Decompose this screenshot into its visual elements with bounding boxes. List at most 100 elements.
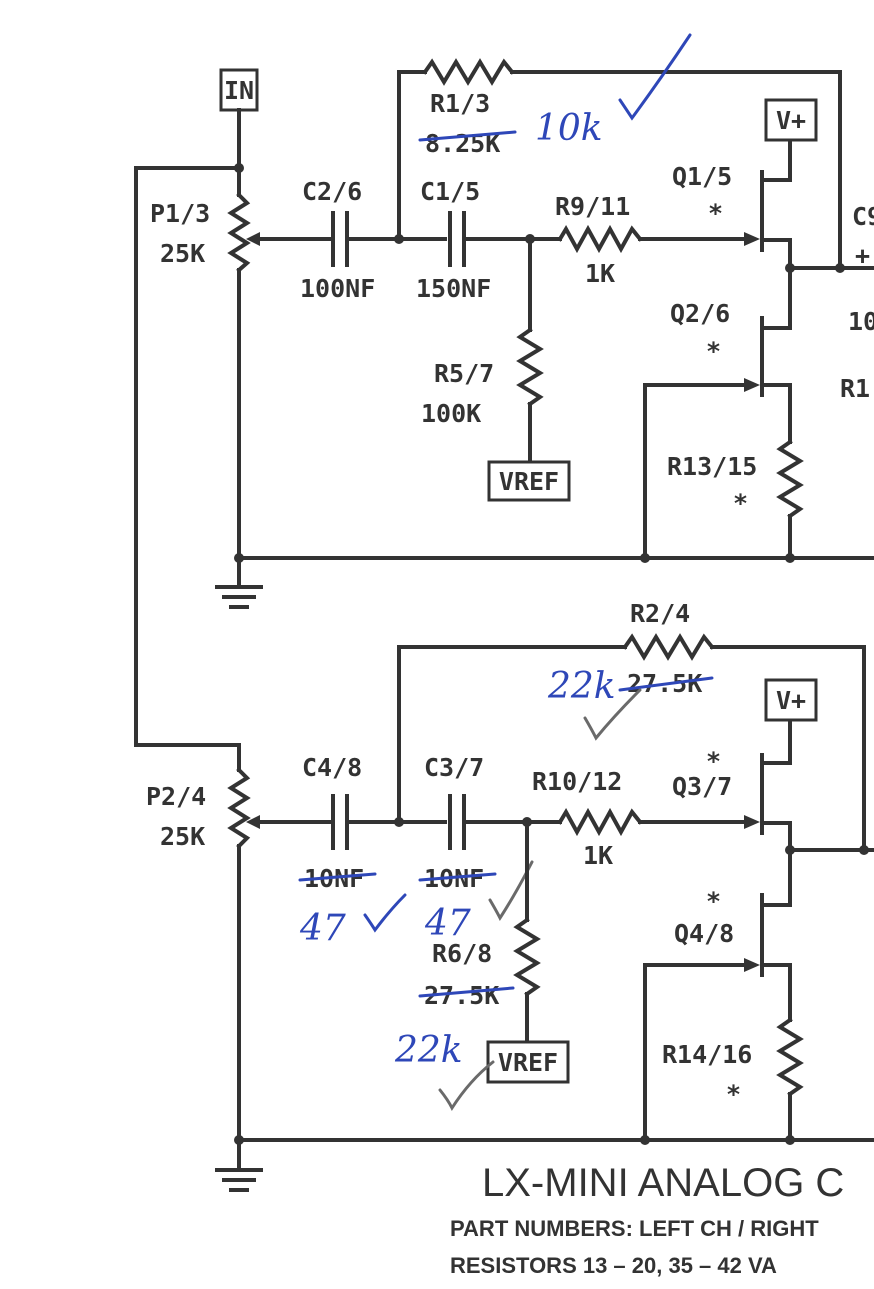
q1-ref: Q1/5 (672, 162, 732, 191)
r2-handwritten: 22k (547, 666, 616, 707)
r9-value: 1K (585, 259, 615, 288)
r9-resistor (557, 224, 643, 254)
r10-ref: R10/12 (532, 767, 622, 796)
p1-potentiometer (227, 192, 251, 273)
r1-resistor (422, 58, 515, 86)
q2-ref: Q2/6 (670, 299, 730, 328)
junction (640, 1135, 650, 1145)
title: LX-MINI ANALOG C (482, 1161, 844, 1205)
check-mark (438, 1060, 495, 1112)
r6-resistor (513, 917, 541, 997)
wire (760, 821, 792, 852)
r14-mark: * (726, 1080, 741, 1109)
r1-handwritten: 10k (535, 108, 603, 149)
vref-bottom-box (486, 1040, 570, 1084)
check-mark (618, 33, 692, 121)
wire (760, 718, 792, 765)
q3-ref: Q3/7 (672, 772, 732, 801)
c2-value: 100NF (300, 274, 375, 303)
r5-resistor (516, 327, 544, 407)
wire (397, 645, 627, 824)
p2-ref: P2/4 (146, 782, 206, 811)
p2-wiper-arrow (246, 815, 260, 829)
junction (785, 553, 795, 563)
p1-ref: P1/3 (150, 199, 210, 228)
junction (835, 263, 845, 273)
ground-symbol (215, 585, 263, 609)
p2-potentiometer (227, 767, 251, 849)
q2-mark: * (706, 337, 721, 366)
vref-bottom-label: VREF (498, 1048, 558, 1077)
r6-handwritten: 22k (394, 1030, 463, 1071)
vplus-bottom-box (764, 678, 818, 722)
c4-ref: C4/8 (302, 753, 362, 782)
junction (785, 1135, 795, 1145)
c9-plus: + (855, 241, 870, 270)
wire (710, 645, 866, 852)
p1-value: 25K (160, 239, 205, 268)
p1-wiper-arrow (246, 232, 260, 246)
r14-resistor (776, 1017, 804, 1097)
q4-mark: * (706, 887, 721, 916)
check-mark (363, 893, 407, 933)
c4-handwritten: 47 (299, 908, 346, 949)
input-terminal-label: IN (224, 76, 254, 105)
r13-resistor (776, 439, 804, 519)
wire (760, 138, 792, 182)
q4-ref: Q4/8 (674, 919, 734, 948)
c1-ref: C1/5 (420, 177, 480, 206)
arrow (744, 232, 760, 246)
r13-mark: * (733, 489, 748, 518)
q3-mark: * (706, 747, 721, 776)
c9-partial-value: 10 (848, 307, 874, 336)
junction (640, 553, 650, 563)
r10-resistor (557, 807, 643, 837)
r1-ref: R1/3 (430, 89, 490, 118)
wire (760, 238, 792, 270)
wire (397, 70, 427, 241)
c9-partial-ref: C9 (852, 202, 874, 231)
r14-ref: R14/16 (662, 1040, 752, 1069)
r5-value: 100K (421, 399, 481, 428)
vplus-top-box (764, 98, 818, 142)
vplus-bottom-label: V+ (776, 686, 806, 715)
vref-top-box (487, 460, 571, 502)
r13-ref: R13/15 (667, 452, 757, 481)
vplus-top-label: V+ (776, 106, 806, 135)
vref-top-label: VREF (499, 467, 559, 496)
q1-mark: * (708, 199, 723, 228)
arrow (744, 378, 760, 392)
r10-value: 1K (583, 841, 613, 870)
c1-value: 150NF (416, 274, 491, 303)
r6-ref: R6/8 (432, 939, 492, 968)
wire (643, 383, 750, 560)
wire (134, 166, 241, 772)
wire (510, 70, 842, 270)
c2-ref: C2/6 (302, 177, 362, 206)
r1x-partial-ref: R1 (840, 374, 870, 403)
arrow (744, 958, 760, 972)
arrow (744, 815, 760, 829)
check-mark (583, 688, 642, 741)
p2-value: 25K (160, 822, 205, 851)
r5-ref: R5/7 (434, 359, 494, 388)
r2-resistor (622, 633, 715, 661)
wire (760, 848, 792, 907)
check-mark (488, 860, 534, 922)
strike (418, 986, 515, 998)
strike (418, 872, 497, 882)
strike (618, 676, 714, 692)
notes-line-1: PART NUMBERS: LEFT CH / RIGHT (450, 1216, 819, 1241)
c3-ref: C3/7 (424, 753, 484, 782)
junction (859, 845, 869, 855)
c3-handwritten: 47 (424, 903, 471, 944)
strike (418, 130, 517, 142)
r9-ref: R9/11 (555, 192, 630, 221)
notes-line-2: RESISTORS 13 – 20, 35 – 42 VA (450, 1253, 777, 1278)
wire (643, 963, 750, 1142)
r2-ref: R2/4 (630, 599, 690, 628)
ground-symbol (215, 1168, 263, 1192)
wire (760, 266, 792, 330)
strike (298, 872, 377, 882)
